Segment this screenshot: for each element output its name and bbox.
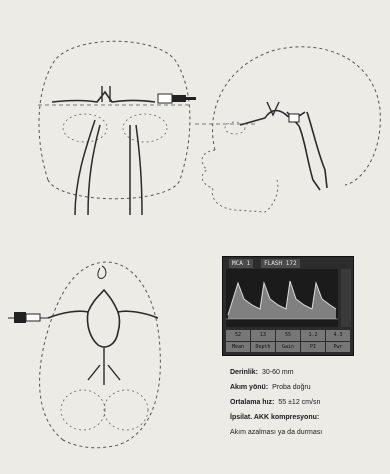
readout-cell: 13 — [251, 330, 275, 341]
compression-value: Akım azalması ya da durması — [230, 429, 322, 436]
depth-label: Derinlik: — [230, 369, 258, 376]
depth-row: Derinlik: 30-60 mm — [230, 365, 380, 380]
monitor-side-scale — [341, 269, 351, 327]
readout-cell: 1.2 — [301, 330, 325, 341]
monitor-readout-grid: 52 13 55 1.2 4.3 Mean Depth Gain PI Pwr — [226, 330, 350, 352]
flow-direction-value: Proba doğru — [272, 384, 311, 391]
mean-velocity-label: Ortalama hız: — [230, 399, 274, 406]
monitor-tab: MCA 1 — [229, 259, 253, 268]
flow-direction-label: Akım yönü: — [230, 384, 268, 391]
doppler-monitor: MCA 1 FLASH 172 52 13 55 1.2 4.3 Mean De… — [222, 256, 354, 356]
monitor-tab-bar: MCA 1 FLASH 172 — [229, 259, 300, 268]
frontal-skull-illustration — [30, 30, 200, 220]
circle-of-willis-illustration — [8, 250, 178, 450]
readout-cell: Pwr — [326, 342, 350, 353]
readout-cell: PI — [301, 342, 325, 353]
readout-cell: 4.3 — [326, 330, 350, 341]
doppler-spectrum-display — [226, 269, 338, 327]
doppler-parameters-caption: Derinlik: 30-60 mm Akım yönü: Proba doğr… — [230, 365, 380, 440]
readout-cell: 52 — [226, 330, 250, 341]
mean-velocity-value: 55 ±12 cm/sn — [278, 399, 320, 406]
readout-cell: Depth — [251, 342, 275, 353]
monitor-tab: FLASH 172 — [261, 259, 300, 268]
readout-cell: Gain — [276, 342, 300, 353]
readout-cell: 55 — [276, 330, 300, 341]
lateral-skull-illustration — [195, 40, 385, 220]
compression-value-row: Akım azalması ya da durması — [230, 425, 380, 440]
flow-direction-row: Akım yönü: Proba doğru — [230, 380, 380, 395]
compression-label-row: İpsilat. AKK kompresyonu: — [230, 410, 380, 425]
compression-label: İpsilat. AKK kompresyonu: — [230, 414, 319, 421]
depth-value: 30-60 mm — [262, 369, 294, 376]
mean-velocity-row: Ortalama hız: 55 ±12 cm/sn — [230, 395, 380, 410]
readout-cell: Mean — [226, 342, 250, 353]
